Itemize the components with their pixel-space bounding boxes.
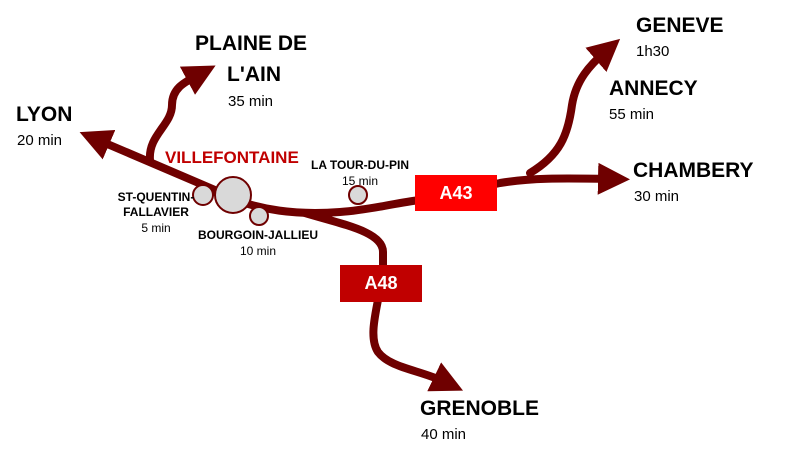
plaine-label-1: PLAINE DE xyxy=(195,32,308,55)
road-a43 xyxy=(211,162,630,217)
road-geneve xyxy=(526,38,621,177)
road-lyon xyxy=(79,130,219,194)
bourgoin-time: 10 min xyxy=(239,244,277,258)
grenoble-label: GRENOBLE xyxy=(420,397,540,420)
town-latour-marker xyxy=(348,185,368,205)
geneve-label: GENEVE xyxy=(636,14,724,37)
chambery-time: 30 min xyxy=(634,188,680,205)
bourgoin-name: BOURGOIN-JALLIEU xyxy=(198,228,318,242)
lyon-label: LYON xyxy=(16,103,73,126)
hub-label: VILLEFONTAINE xyxy=(165,148,299,167)
stquentin-time: 5 min xyxy=(141,221,171,235)
a48-badge: A48 xyxy=(340,265,422,302)
geneve-time: 1h30 xyxy=(636,43,670,60)
bourgoin-label: BOURGOIN-JALLIEU 10 min xyxy=(198,228,318,259)
road-a48 xyxy=(301,209,445,382)
plaine-time: 35 min xyxy=(228,93,274,110)
latour-name: LA TOUR-DU-PIN xyxy=(311,158,409,172)
town-villefontaine-marker xyxy=(214,176,252,214)
road-plaine-de-lain xyxy=(145,65,216,164)
a43-badge: A43 xyxy=(415,175,497,211)
grenoble-time: 40 min xyxy=(421,426,467,443)
plaine-label-2: L'AIN xyxy=(227,63,281,86)
latour-time: 15 min xyxy=(341,174,379,188)
stquentin-label: ST-QUENTIN- FALLAVIER 5 min xyxy=(112,190,200,236)
town-stquentin-marker xyxy=(192,184,214,206)
annecy-time: 55 min xyxy=(609,106,655,123)
stquentin-label-2: FALLAVIER xyxy=(123,205,189,219)
lyon-time: 20 min xyxy=(17,132,63,149)
stquentin-label-1: ST-QUENTIN- xyxy=(117,190,195,204)
annecy-label: ANNECY xyxy=(609,77,698,100)
town-bourgoin-marker xyxy=(249,206,269,226)
chambery-label: CHAMBERY xyxy=(633,159,754,182)
latour-label: LA TOUR-DU-PIN 15 min xyxy=(310,158,410,189)
